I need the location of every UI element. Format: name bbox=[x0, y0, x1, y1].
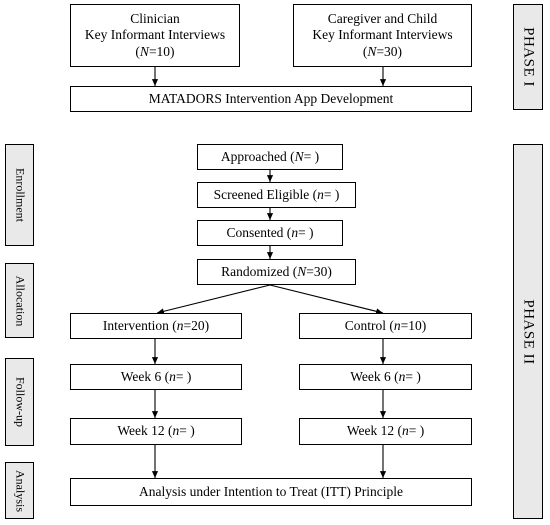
phase2-label: PHASE II bbox=[520, 298, 537, 365]
phase1-label-box: PHASE I bbox=[513, 4, 543, 110]
followup-stage-label: Follow-up bbox=[13, 376, 27, 428]
week12-control-box: Week 12 (n= ) bbox=[299, 418, 472, 445]
app-development-label: MATADORS Intervention App Development bbox=[148, 90, 394, 106]
enrollment-stage-label: Enrollment bbox=[13, 168, 27, 222]
analysis-stage-label: Analysis bbox=[13, 469, 27, 512]
intervention-box: Intervention (n=20) bbox=[70, 313, 242, 339]
clinician-line1: Clinician bbox=[130, 10, 180, 26]
clinician-line2: Key Informant Interviews bbox=[84, 27, 226, 43]
approached-box: Approached (N= ) bbox=[197, 144, 343, 170]
analysis-stage-box: Analysis bbox=[5, 462, 34, 519]
clinician-n: (N=10) bbox=[135, 43, 175, 59]
allocation-stage-box: Allocation bbox=[5, 263, 34, 338]
week12-intervention-box: Week 12 (n= ) bbox=[70, 418, 242, 445]
enrollment-stage-box: Enrollment bbox=[5, 144, 34, 246]
consented-box: Consented (n= ) bbox=[197, 220, 343, 246]
caregiver-line2: Key Informant Interviews bbox=[312, 27, 453, 43]
itt-analysis-box: Analysis under Intention to Treat (ITT) … bbox=[70, 478, 472, 506]
app-development-box: MATADORS Intervention App Development bbox=[70, 86, 472, 112]
caregiver-n: (N=30) bbox=[362, 43, 403, 59]
phase1-label: PHASE I bbox=[520, 27, 537, 87]
caregiver-line1: Caregiver and Child bbox=[327, 10, 438, 26]
allocation-stage-label: Allocation bbox=[13, 275, 27, 326]
randomized-box: Randomized (N=30) bbox=[197, 259, 356, 285]
itt-analysis-label: Analysis under Intention to Treat (ITT) … bbox=[139, 483, 403, 499]
week6-intervention-box: Week 6 (n= ) bbox=[70, 364, 242, 390]
arrow-randomized-to-control bbox=[269, 284, 384, 315]
control-box: Control (n=10) bbox=[299, 313, 472, 339]
followup-stage-box: Follow-up bbox=[5, 358, 34, 446]
screened-eligible-box: Screened Eligible (n= ) bbox=[197, 182, 356, 208]
week6-control-box: Week 6 (n= ) bbox=[299, 364, 472, 390]
caregiver-interviews-box: Caregiver and Child Key Informant Interv… bbox=[293, 4, 472, 67]
phase2-label-box: PHASE II bbox=[513, 144, 543, 519]
arrow-randomized-to-intervention bbox=[156, 284, 271, 315]
clinician-interviews-box: Clinician Key Informant Interviews (N=10… bbox=[70, 4, 240, 67]
